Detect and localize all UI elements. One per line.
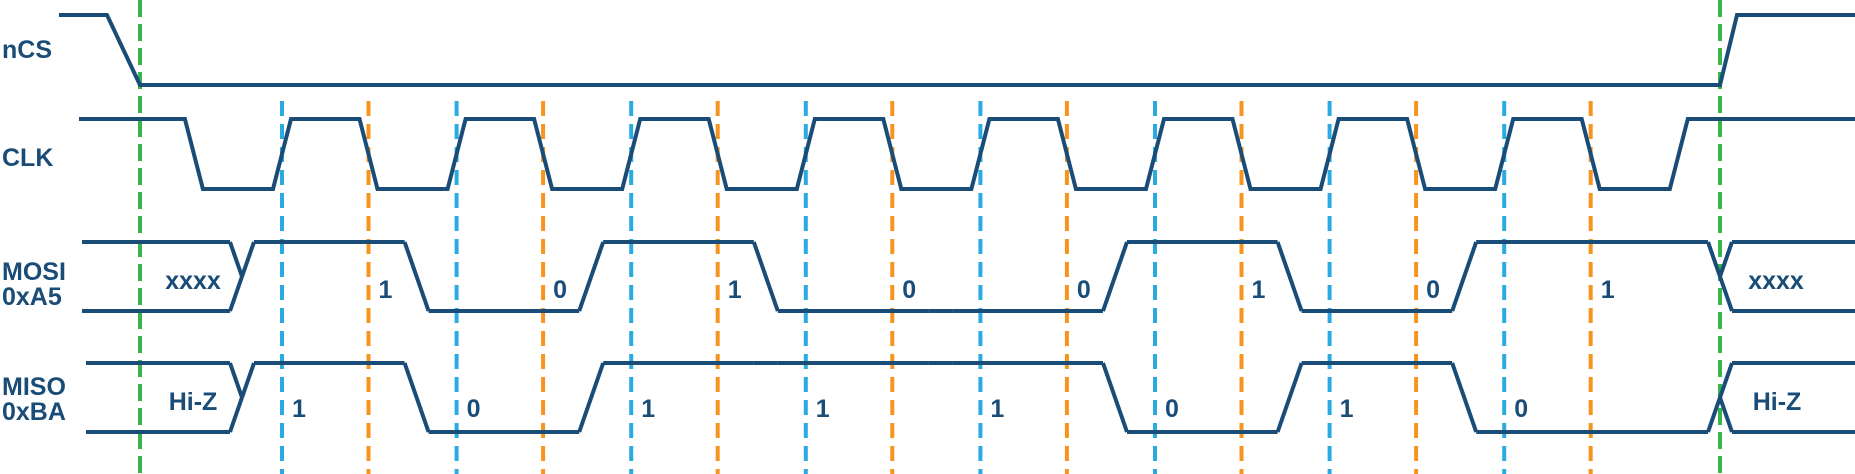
miso-waveform: [1718, 396, 1734, 433]
mosi-waveform: [1450, 241, 1479, 312]
miso-waveform: [1101, 362, 1129, 433]
miso-bit-label: 0: [1514, 395, 1528, 423]
mosi-bit-label: 0: [902, 276, 916, 304]
mosi-waveform: [751, 241, 780, 312]
signal-name-mosi: MOSI: [2, 258, 66, 286]
mosi-bus-label: xxxx: [165, 267, 221, 295]
miso-waveform: [228, 362, 244, 399]
miso-waveform: [577, 362, 606, 433]
mosi-waveform: [402, 241, 431, 312]
miso-bit-label: 1: [816, 395, 830, 423]
mosi-waveform: [1706, 241, 1722, 278]
miso-bit-label: 1: [641, 395, 655, 423]
miso-waveform: [1706, 396, 1722, 433]
signal-label-clk: CLK: [2, 144, 54, 172]
mosi-bit-label: 1: [1601, 276, 1615, 304]
mosi-bit-label: 1: [728, 276, 742, 304]
signal-label-ncs: nCS: [2, 36, 52, 64]
miso-waveform: [1718, 362, 1734, 399]
miso-bus-label: Hi-Z: [1753, 388, 1802, 416]
miso-waveform: [1450, 362, 1479, 433]
signal-name-miso: MISO: [2, 373, 66, 401]
miso-bit-label: 0: [467, 395, 481, 423]
signal-label-mosi: MOSI 0xA5: [2, 260, 66, 310]
miso-waveform: [240, 362, 256, 399]
mosi-waveform: [1718, 275, 1734, 312]
miso-waveform: [228, 396, 244, 433]
clk-waveform: [79, 117, 1855, 191]
mosi-waveform: [240, 241, 256, 278]
mosi-waveform: [228, 275, 244, 312]
mosi-bus-label: xxxx: [1748, 267, 1804, 295]
miso-bus-label: Hi-Z: [169, 388, 218, 416]
mosi-bit-label: 1: [379, 276, 393, 304]
mosi-waveform: [1101, 241, 1129, 312]
miso-waveform: [1275, 362, 1304, 433]
signal-value-mosi: 0xA5: [2, 283, 62, 311]
mosi-bit-label: 1: [1252, 276, 1266, 304]
mosi-bit-label: 0: [553, 276, 567, 304]
miso-bit-label: 1: [292, 395, 306, 423]
mosi-bit-label: 0: [1077, 276, 1091, 304]
miso-bit-label: 0: [1165, 395, 1179, 423]
miso-waveform: [402, 362, 431, 433]
miso-bit-label: 1: [1340, 395, 1354, 423]
mosi-bit-label: 0: [1426, 276, 1440, 304]
signal-value-miso: 0xBA: [2, 398, 66, 426]
ncs-waveform: [59, 13, 1855, 87]
mosi-waveform: [577, 241, 606, 312]
signal-label-miso: MISO 0xBA: [2, 375, 66, 425]
mosi-waveform: [1275, 241, 1304, 312]
mosi-waveform: [1718, 241, 1734, 278]
mosi-waveform: [228, 241, 244, 278]
miso-bit-label: 1: [990, 395, 1004, 423]
